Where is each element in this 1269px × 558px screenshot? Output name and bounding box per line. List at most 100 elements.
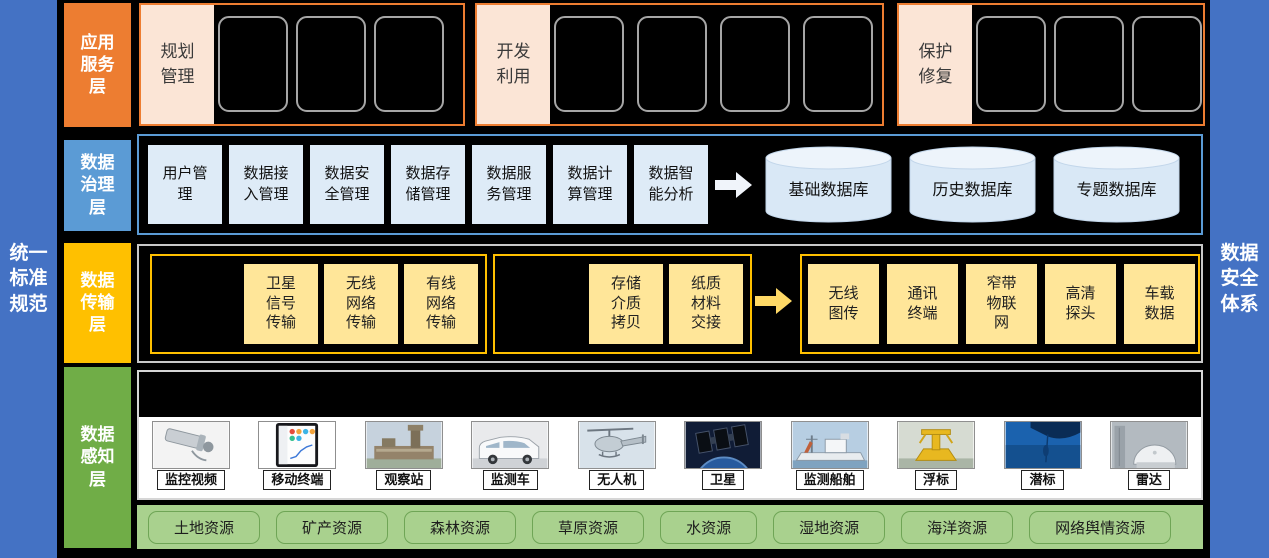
layer-label-text: 应用服务层 — [80, 32, 115, 97]
sensor-row: 监控视频 移动终端 — [139, 417, 1201, 498]
satellite-image — [684, 421, 763, 469]
sensor-item: 观察站 — [360, 421, 448, 490]
channel-label: 高清探头 — [1065, 285, 1096, 322]
layer-label-data-perception: 数据感知层 — [64, 367, 131, 548]
module-label: 数据计算管理 — [567, 165, 613, 203]
data-security-label: 数据安全体系 — [1220, 242, 1259, 315]
module-data-intelligent-analysis: 数据智能分析 — [634, 145, 708, 224]
module-label: 用户管理 — [162, 165, 208, 203]
channel-label: 窄带物联网 — [986, 275, 1017, 332]
module-label: 数据接入管理 — [243, 165, 289, 203]
group-label-planning: 规划管理 — [141, 5, 214, 124]
resource-marine: 海洋资源 — [901, 510, 1014, 544]
resource-label: 森林资源 — [430, 519, 491, 537]
wired-network-transmission-box: 有线网络传输 — [404, 263, 478, 344]
channel-label: 无线网络传输 — [345, 275, 376, 332]
module-label: 数据安全管理 — [324, 165, 370, 203]
network-transmission-group: 卫星信号传输 无线网络传输 有线网络传输 — [150, 253, 487, 354]
resource-label: 草原资源 — [558, 519, 619, 537]
terminal-channels-group: 无线图传 通讯终端 窄带物联网 高清探头 车载数据 — [800, 253, 1200, 354]
resource-label: 土地资源 — [174, 519, 235, 537]
resource-network-opinion: 网络舆情资源 — [1029, 510, 1172, 544]
sensor-caption: 监测船舶 — [795, 470, 864, 490]
flow-arrow-icon — [755, 286, 793, 321]
unified-standards-label: 统一标准规范 — [9, 242, 48, 315]
sensor-caption: 卫星 — [702, 470, 745, 490]
resource-label: 湿地资源 — [799, 519, 860, 537]
group-label-development: 开发利用 — [477, 5, 550, 124]
drone-image — [577, 421, 656, 469]
wireless-image-transmission-box: 无线图传 — [808, 263, 879, 344]
sensor-item: 卫星 — [679, 421, 767, 490]
monitoring-ship-image — [790, 421, 869, 469]
protection-restoration-group: 保护修复 — [897, 3, 1205, 126]
redacted-app-slot — [218, 16, 288, 112]
resource-mineral: 矿产资源 — [276, 510, 389, 544]
vehicle-data-box: 车载数据 — [1124, 263, 1195, 344]
sensor-caption: 潜标 — [1021, 470, 1064, 490]
wireless-network-transmission-box: 无线网络传输 — [324, 263, 398, 344]
redacted-app-slot — [296, 16, 366, 112]
group-label-text: 开发利用 — [496, 41, 531, 86]
data-governance-content: 用户管理 数据接入管理 数据安全管理 数据存储管理 数据服务管理 数据计算管理 … — [137, 134, 1203, 235]
sensor-caption: 浮标 — [915, 470, 958, 490]
paper-material-handover-box: 纸质材料交接 — [669, 263, 743, 344]
sensor-item: 移动终端 — [253, 421, 341, 490]
thematic-database-cylinder: 专题数据库 — [1048, 145, 1185, 225]
resource-bar: 土地资源 矿产资源 森林资源 草原资源 水资源 湿地资源 海洋资源 网络舆情资源 — [137, 505, 1203, 549]
sensor-caption: 无人机 — [589, 470, 645, 490]
resource-forest: 森林资源 — [404, 510, 517, 544]
resource-label: 水资源 — [686, 519, 732, 537]
sensor-caption: 雷达 — [1127, 470, 1170, 490]
group-label-protection: 保护修复 — [899, 5, 972, 124]
group-label-text: 保护修复 — [918, 41, 953, 86]
layer-label-data-governance: 数据治理层 — [64, 140, 131, 231]
redacted-app-slot — [554, 16, 624, 112]
sensor-item: 雷达 — [1105, 421, 1193, 490]
planning-management-group: 规划管理 — [139, 3, 465, 126]
unified-standards-bar: 统一标准规范 — [0, 0, 57, 558]
redacted-app-slot — [374, 16, 444, 112]
data-transmission-content: 卫星信号传输 无线网络传输 有线网络传输 存储介质拷贝 纸质材料交接 无线图传 … — [137, 244, 1203, 363]
channel-label: 卫星信号传输 — [265, 275, 296, 332]
monitoring-vehicle-image — [471, 421, 550, 469]
channel-label: 存储介质拷贝 — [610, 275, 641, 332]
module-label: 数据存储管理 — [405, 165, 451, 203]
layer-label-data-transmission: 数据传输层 — [64, 243, 131, 363]
redacted-app-slot — [720, 16, 790, 112]
channel-label: 通讯终端 — [907, 285, 938, 322]
redacted-app-slots — [218, 16, 444, 112]
channel-label: 有线网络传输 — [425, 275, 456, 332]
basic-database-cylinder: 基础数据库 — [760, 145, 897, 225]
channel-label: 无线图传 — [828, 285, 859, 322]
sensor-item: 无人机 — [573, 421, 661, 490]
module-user-management: 用户管理 — [148, 145, 222, 224]
resource-land: 土地资源 — [148, 510, 261, 544]
narrowband-iot-box: 窄带物联网 — [966, 263, 1037, 344]
surveillance-camera-image — [152, 421, 230, 469]
resource-label: 网络舆情资源 — [1055, 519, 1146, 537]
redacted-app-slots — [554, 16, 873, 112]
module-label: 数据服务管理 — [486, 165, 532, 203]
module-data-service-management: 数据服务管理 — [472, 145, 546, 224]
channel-label: 纸质材料交接 — [690, 275, 721, 332]
database-label: 基础数据库 — [788, 181, 869, 199]
resource-water: 水资源 — [660, 510, 758, 544]
storage-media-copy-box: 存储介质拷贝 — [589, 263, 663, 344]
sensor-item: 监测船舶 — [786, 421, 874, 490]
communication-terminal-box: 通讯终端 — [887, 263, 958, 344]
module-data-computing-management: 数据计算管理 — [553, 145, 627, 224]
subsurface-buoy-image — [1003, 421, 1082, 469]
observation-station-image — [364, 421, 443, 469]
resource-label: 矿产资源 — [302, 519, 363, 537]
redacted-app-slot — [803, 16, 873, 112]
sensor-caption: 监控视频 — [156, 470, 225, 490]
buoy-image — [897, 421, 976, 469]
resource-wetland: 湿地资源 — [773, 510, 886, 544]
redacted-app-slots — [976, 16, 1202, 112]
radar-image — [1109, 421, 1188, 469]
module-data-storage-management: 数据存储管理 — [391, 145, 465, 224]
layer-label-application-service: 应用服务层 — [64, 3, 131, 127]
hd-camera-box: 高清探头 — [1045, 263, 1116, 344]
database-label: 历史数据库 — [932, 181, 1013, 199]
